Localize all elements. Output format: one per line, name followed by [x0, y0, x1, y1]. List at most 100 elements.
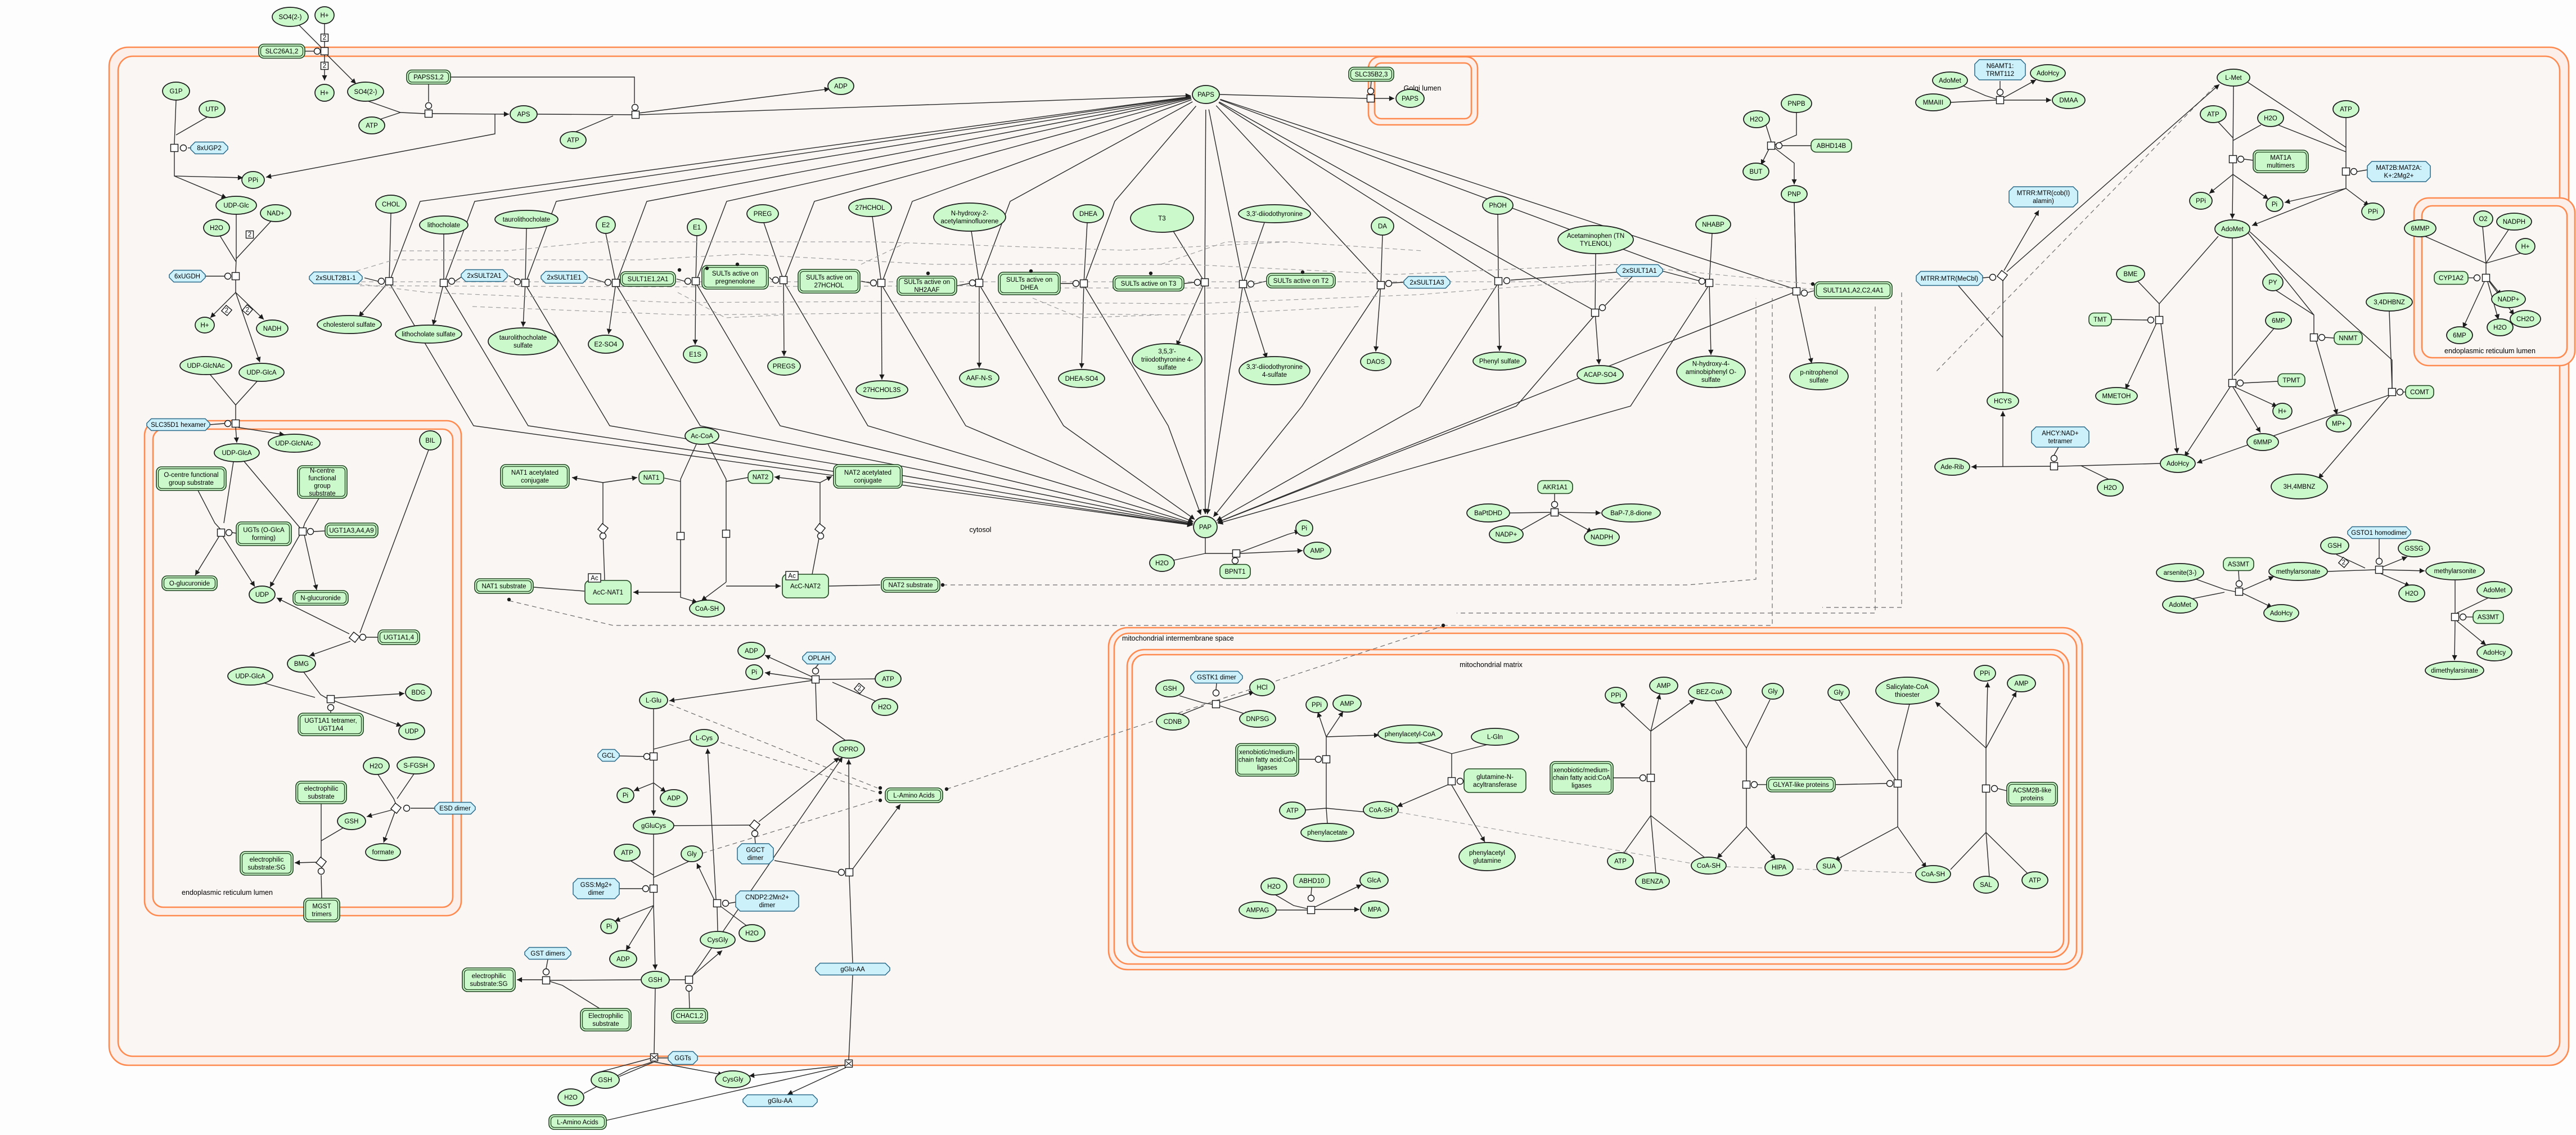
svg-text:functional: functional [308, 475, 336, 482]
svg-text:ESD dimer: ESD dimer [439, 805, 471, 812]
svg-text:sulfate: sulfate [1701, 377, 1721, 384]
svg-text:SLC35D1 hexamer: SLC35D1 hexamer [151, 422, 206, 429]
svg-text:PAP: PAP [1199, 524, 1212, 531]
svg-text:ATP: ATP [882, 676, 894, 683]
svg-text:CYP1A2: CYP1A2 [2439, 275, 2464, 282]
svg-text:trimers: trimers [312, 911, 331, 918]
svg-text:AdoMet: AdoMet [1939, 78, 1961, 84]
svg-text:BEZ-CoA: BEZ-CoA [1696, 689, 1724, 696]
svg-text:forming): forming) [252, 535, 276, 542]
svg-text:ADP: ADP [745, 648, 758, 655]
svg-text:GSTK1 dimer: GSTK1 dimer [1197, 674, 1236, 681]
svg-text:MTRR:MTR(cob(I): MTRR:MTR(cob(I) [2017, 190, 2070, 197]
svg-text:UDP-GlcNAc: UDP-GlcNAc [275, 440, 313, 447]
svg-text:phenylacetyl: phenylacetyl [1469, 850, 1505, 857]
svg-text:pregnenolone: pregnenolone [715, 278, 755, 285]
svg-text:mitochondrial intermembrane sp: mitochondrial intermembrane space [1122, 634, 1234, 642]
svg-text:AHCY:NAD+: AHCY:NAD+ [2042, 430, 2079, 437]
svg-text:ABHD10: ABHD10 [1299, 878, 1325, 885]
svg-text:2: 2 [858, 685, 861, 692]
svg-text:N-centre: N-centre [310, 467, 335, 474]
svg-text:NHABP: NHABP [1702, 222, 1724, 228]
svg-text:ADP: ADP [834, 83, 848, 90]
svg-text:alamin): alamin) [2033, 198, 2054, 205]
svg-text:acetylaminofluorene: acetylaminofluorene [941, 218, 999, 225]
svg-text:Gly: Gly [1834, 690, 1844, 696]
svg-text:NAT1: NAT1 [643, 475, 660, 481]
svg-text:COMT: COMT [2410, 389, 2429, 396]
svg-text:PPi: PPi [1611, 692, 1621, 699]
svg-text:thioester: thioester [1895, 692, 1920, 699]
svg-text:AS3MT: AS3MT [2478, 614, 2499, 621]
svg-text:aminobiphenyl O-: aminobiphenyl O- [1686, 369, 1736, 376]
svg-text:2: 2 [248, 231, 251, 238]
svg-text:NAT1 acetylated: NAT1 acetylated [511, 470, 559, 476]
svg-text:substrate:SG: substrate:SG [247, 864, 285, 871]
svg-text:2xSULT1E1: 2xSULT1E1 [547, 274, 581, 281]
svg-text:OPRO: OPRO [839, 746, 858, 753]
svg-text:NADP+: NADP+ [2498, 296, 2520, 303]
svg-text:ATP: ATP [621, 850, 633, 857]
svg-text:AKR1A1: AKR1A1 [1543, 484, 1568, 491]
svg-text:E1S: E1S [689, 352, 701, 358]
svg-text:APS: APS [517, 111, 530, 118]
svg-text:BDG: BDG [412, 690, 426, 696]
svg-text:K+:2Mg2+: K+:2Mg2+ [2384, 173, 2413, 179]
svg-text:Ac-CoA: Ac-CoA [691, 433, 713, 440]
svg-text:NADP+: NADP+ [1496, 532, 1517, 538]
svg-text:ATP: ATP [2029, 877, 2041, 884]
svg-text:GSH: GSH [1163, 686, 1177, 692]
svg-text:4-sulfate: 4-sulfate [1262, 372, 1287, 379]
svg-text:TRMT112: TRMT112 [1986, 71, 2014, 78]
svg-text:DHEA-SO4: DHEA-SO4 [1065, 376, 1098, 382]
svg-text:sulfate: sulfate [1158, 364, 1177, 371]
svg-text:ATP: ATP [2207, 111, 2219, 118]
svg-text:HIPA: HIPA [1772, 864, 1786, 871]
svg-text:L-Met: L-Met [2225, 75, 2242, 82]
svg-text:O-centre functional: O-centre functional [164, 472, 218, 479]
svg-text:xenobiotic/medium-: xenobiotic/medium- [1553, 767, 1610, 774]
svg-text:SULT1A1,A2,C2,4A1: SULT1A1,A2,C2,4A1 [1823, 287, 1884, 294]
svg-text:NAD+: NAD+ [267, 210, 285, 217]
svg-text:triiodothyronine 4-: triiodothyronine 4- [1141, 357, 1193, 363]
svg-text:PNP: PNP [1787, 191, 1801, 198]
svg-text:UDP-GlcA: UDP-GlcA [235, 673, 265, 680]
svg-text:L-Glu: L-Glu [646, 697, 661, 704]
svg-text:substrate: substrate [592, 1021, 619, 1028]
svg-text:UGT1A1,4: UGT1A1,4 [384, 634, 415, 641]
svg-text:CoA-SH: CoA-SH [1369, 807, 1393, 814]
svg-text:TYLENOL): TYLENOL) [1580, 241, 1611, 247]
svg-text:glutamine-N-: glutamine-N- [1476, 774, 1514, 781]
svg-text:GGCT: GGCT [746, 847, 764, 854]
svg-text:AdoHcy: AdoHcy [2037, 70, 2060, 77]
svg-text:GSTO1 homodimer: GSTO1 homodimer [2351, 530, 2407, 537]
svg-text:PPi: PPi [1312, 702, 1322, 709]
svg-text:CNDP2:2Mn2+: CNDP2:2Mn2+ [745, 894, 789, 901]
svg-text:NH2AAF: NH2AAF [914, 287, 939, 294]
svg-text:3,3'-diiodothyronine: 3,3'-diiodothyronine [1246, 211, 1303, 218]
svg-text:L-Cys: L-Cys [696, 735, 713, 742]
svg-text:dimer: dimer [588, 890, 605, 897]
svg-text:electrophilic: electrophilic [472, 973, 506, 980]
svg-text:DA: DA [1378, 223, 1387, 230]
svg-text:BaPtDHD: BaPtDHD [1474, 510, 1502, 517]
svg-text:N-hydroxy-2-: N-hydroxy-2- [951, 210, 989, 217]
svg-text:SULT1E1,2A1: SULT1E1,2A1 [628, 276, 669, 283]
svg-text:AdoMet: AdoMet [2221, 226, 2244, 233]
svg-text:SLC26A1,2: SLC26A1,2 [265, 48, 299, 55]
svg-text:SULTs active on T2: SULTs active on T2 [1273, 278, 1329, 285]
svg-text:H2O: H2O [210, 225, 223, 232]
svg-text:SULTs active on: SULTs active on [1006, 277, 1052, 283]
svg-text:2xSULT1A3: 2xSULT1A3 [1409, 280, 1444, 286]
svg-text:gGlu-AA: gGlu-AA [768, 1098, 792, 1105]
svg-text:NAT1 substrate: NAT1 substrate [481, 583, 526, 590]
svg-text:S-FGSH: S-FGSH [403, 763, 427, 769]
svg-text:6MP: 6MP [2272, 318, 2285, 325]
svg-text:ACSM2B-like: ACSM2B-like [2013, 787, 2051, 794]
svg-text:DHEA: DHEA [1020, 285, 1038, 291]
svg-text:endoplasmic reticulum lumen: endoplasmic reticulum lumen [2444, 347, 2536, 355]
svg-text:BaP-7,8-dione: BaP-7,8-dione [1610, 510, 1652, 517]
svg-text:H2O: H2O [878, 704, 891, 711]
svg-text:BMG: BMG [294, 661, 309, 668]
svg-text:L-Gln: L-Gln [1487, 734, 1503, 741]
